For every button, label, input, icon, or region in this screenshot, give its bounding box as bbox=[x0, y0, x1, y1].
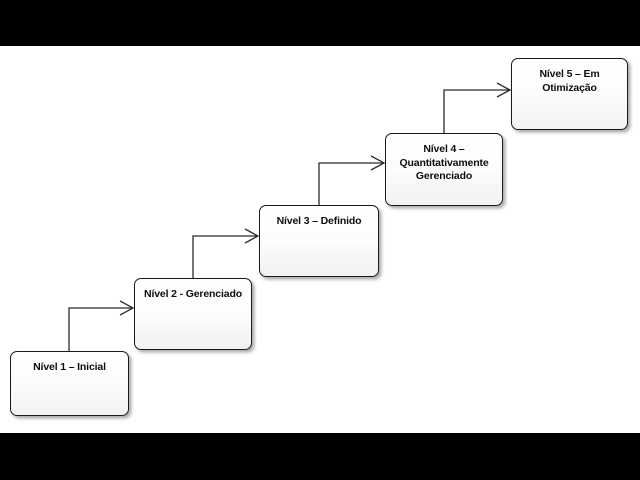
diagram-canvas: Nível 1 – Inicial Nível 2 - Gerenciado N… bbox=[0, 46, 640, 433]
connector-nivel4-to-nivel5 bbox=[443, 89, 509, 133]
connector-nivel2-to-nivel3 bbox=[192, 235, 257, 278]
level-label-nivel-1: Nível 1 – Inicial bbox=[33, 361, 106, 373]
level-box-nivel-4[interactable]: Nível 4 – Quantitativamente Gerenciado bbox=[385, 133, 503, 206]
arrowhead-nivel5 bbox=[496, 82, 512, 98]
level-label-nivel-3: Nível 3 – Definido bbox=[276, 215, 362, 227]
letterbox-top bbox=[0, 0, 640, 46]
connector-nivel3-to-nivel4 bbox=[318, 162, 383, 205]
level-box-nivel-1[interactable]: Nível 1 – Inicial bbox=[10, 351, 129, 416]
arrowhead-nivel4 bbox=[370, 155, 386, 171]
level-label-nivel-4: Nível 4 – Quantitativamente Gerenciado bbox=[399, 143, 489, 182]
level-label-nivel-5: Nível 5 – Em Otimização bbox=[539, 68, 600, 94]
level-label-nivel-2: Nível 2 - Gerenciado bbox=[144, 288, 242, 300]
level-box-nivel-5[interactable]: Nível 5 – Em Otimização bbox=[511, 58, 628, 130]
level-box-nivel-3[interactable]: Nível 3 – Definido bbox=[259, 205, 379, 277]
arrowhead-nivel2 bbox=[119, 300, 135, 316]
connector-nivel1-to-nivel2 bbox=[68, 307, 132, 351]
arrowhead-nivel3 bbox=[244, 228, 260, 244]
letterbox-bottom bbox=[0, 433, 640, 480]
level-box-nivel-2[interactable]: Nível 2 - Gerenciado bbox=[134, 278, 252, 350]
